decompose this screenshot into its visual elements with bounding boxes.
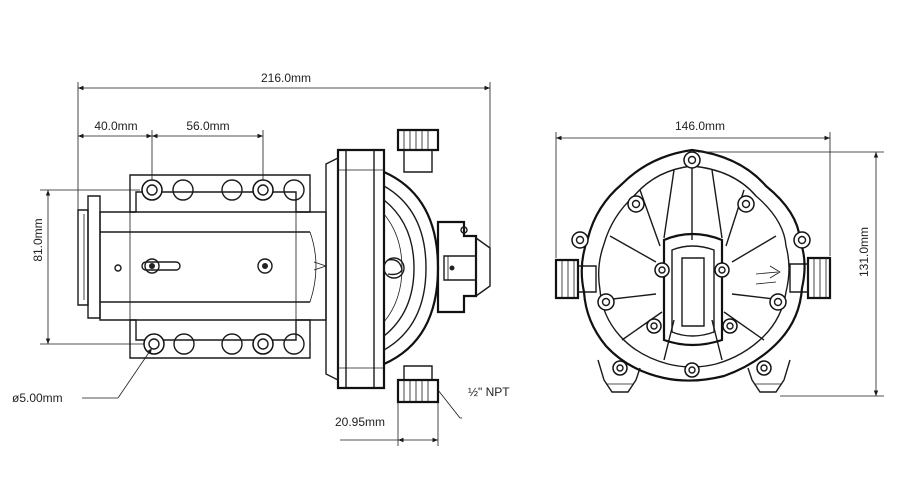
dim-head-width: 146.0mm (675, 119, 725, 133)
front-view (554, 148, 832, 393)
dim-base-height: 81.0mm (31, 218, 45, 261)
top-hole-1 (141, 179, 163, 201)
front-dimensions: 146.0mm 131.0mm (555, 119, 884, 397)
dim-head-height: 131.0mm (857, 227, 871, 277)
top-hole-2 (252, 179, 274, 201)
dim-hole-spacing: 56.0mm (186, 119, 229, 133)
dim-port-offset: 20.95mm (335, 415, 385, 429)
head-screws (571, 151, 811, 378)
bottom-hole-1 (143, 333, 165, 355)
dim-port-thread: ½" NPT (468, 385, 510, 399)
dim-hole-offset: 40.0mm (94, 119, 137, 133)
dim-hole-diameter: ø5.00mm (12, 391, 63, 405)
side-dimensions: 216.0mm 40.0mm 56.0mm 81.0mm ø5.00mm 20.… (12, 71, 510, 446)
dim-overall-length: 216.0mm (261, 71, 311, 85)
side-view (77, 128, 491, 404)
